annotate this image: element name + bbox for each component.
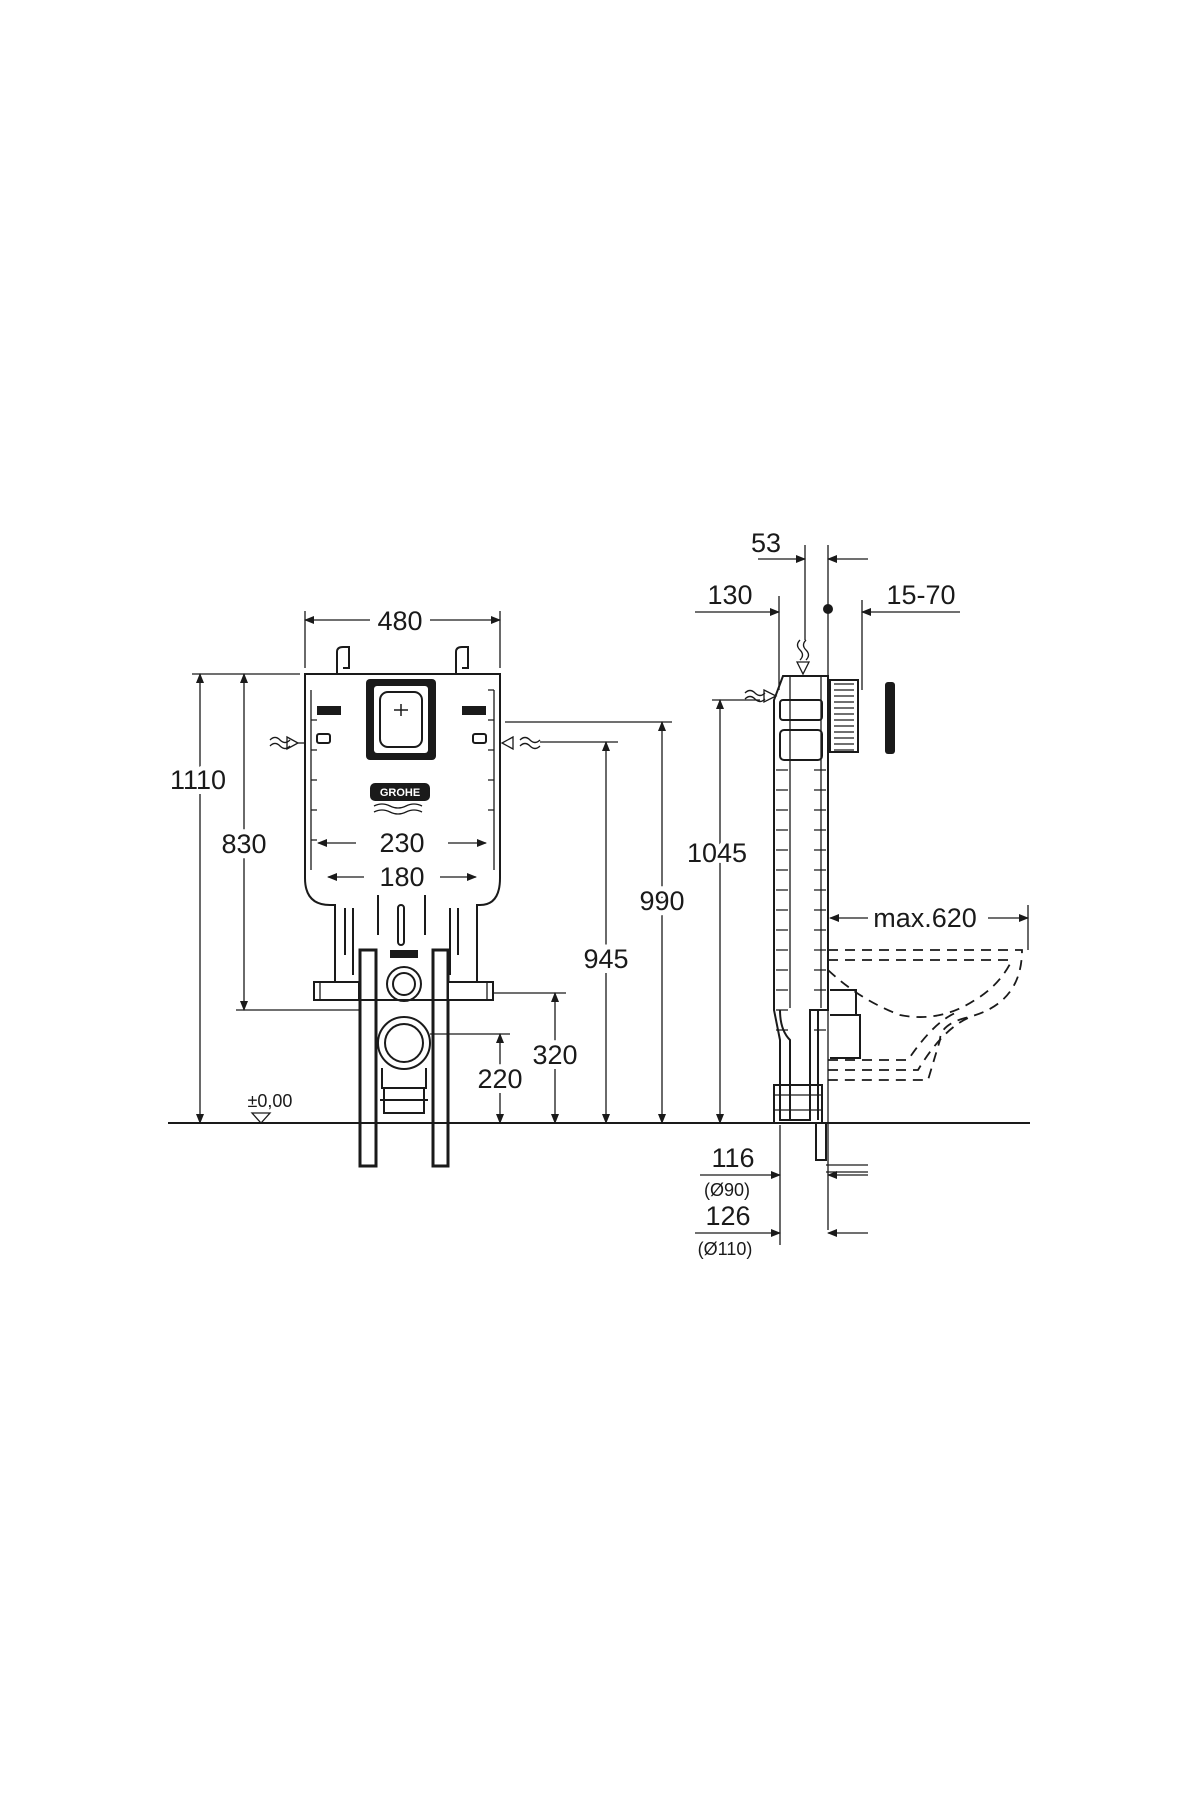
- dim-53: 53: [751, 528, 781, 558]
- drain-bend: [779, 1009, 819, 1120]
- dim-220: 220: [477, 1064, 522, 1094]
- dim-320: 320: [532, 1040, 577, 1070]
- drain-small-outlet: [392, 972, 416, 996]
- side-view: 53 130 15-70 1045 max.620 116 (Ø90) 126 …: [682, 528, 1030, 1259]
- dim-180: 180: [379, 862, 424, 892]
- dim-15-70: 15-70: [886, 580, 955, 610]
- dim-480: 480: [377, 606, 422, 636]
- water-inlet-icon: [795, 639, 811, 676]
- wall-plate: [885, 682, 895, 754]
- dim-230: 230: [379, 828, 424, 858]
- floor-level-label: ±0,00: [248, 1091, 293, 1111]
- top-hook-right: [455, 646, 469, 674]
- toilet-bowl-outline: [828, 949, 1023, 1081]
- dim-max-620: max.620: [873, 903, 977, 933]
- water-inlet-icon: [500, 735, 541, 751]
- dim-990: 990: [639, 886, 684, 916]
- brand-logo-text: GROHE: [380, 787, 420, 799]
- dim-pipe-90: (Ø90): [704, 1180, 750, 1200]
- dim-130: 130: [707, 580, 752, 610]
- dim-126: 126: [705, 1201, 750, 1231]
- brand-logo: GROHE: [370, 783, 430, 815]
- water-inlet-icon: [269, 735, 305, 751]
- water-inlet-icon: [744, 688, 778, 704]
- wall-rod: [829, 679, 859, 753]
- dim-116: 116: [711, 1143, 754, 1173]
- side-frame: [773, 675, 829, 1121]
- dim-945: 945: [583, 944, 628, 974]
- floor-level-icon: [250, 1112, 272, 1124]
- frame-leg-left: [344, 908, 459, 975]
- support-rail-left: [358, 948, 378, 1168]
- dim-pipe-110: (Ø110): [698, 1239, 753, 1259]
- front-view: GROHE ±0,00: [165, 606, 1030, 1168]
- dim-830: 830: [221, 829, 266, 859]
- dim-1110: 1110: [170, 765, 226, 795]
- dim-1045: 1045: [687, 838, 747, 868]
- top-hook-left: [336, 646, 350, 674]
- support-rail-right: [431, 948, 450, 1168]
- drain-outlet: [377, 1016, 431, 1070]
